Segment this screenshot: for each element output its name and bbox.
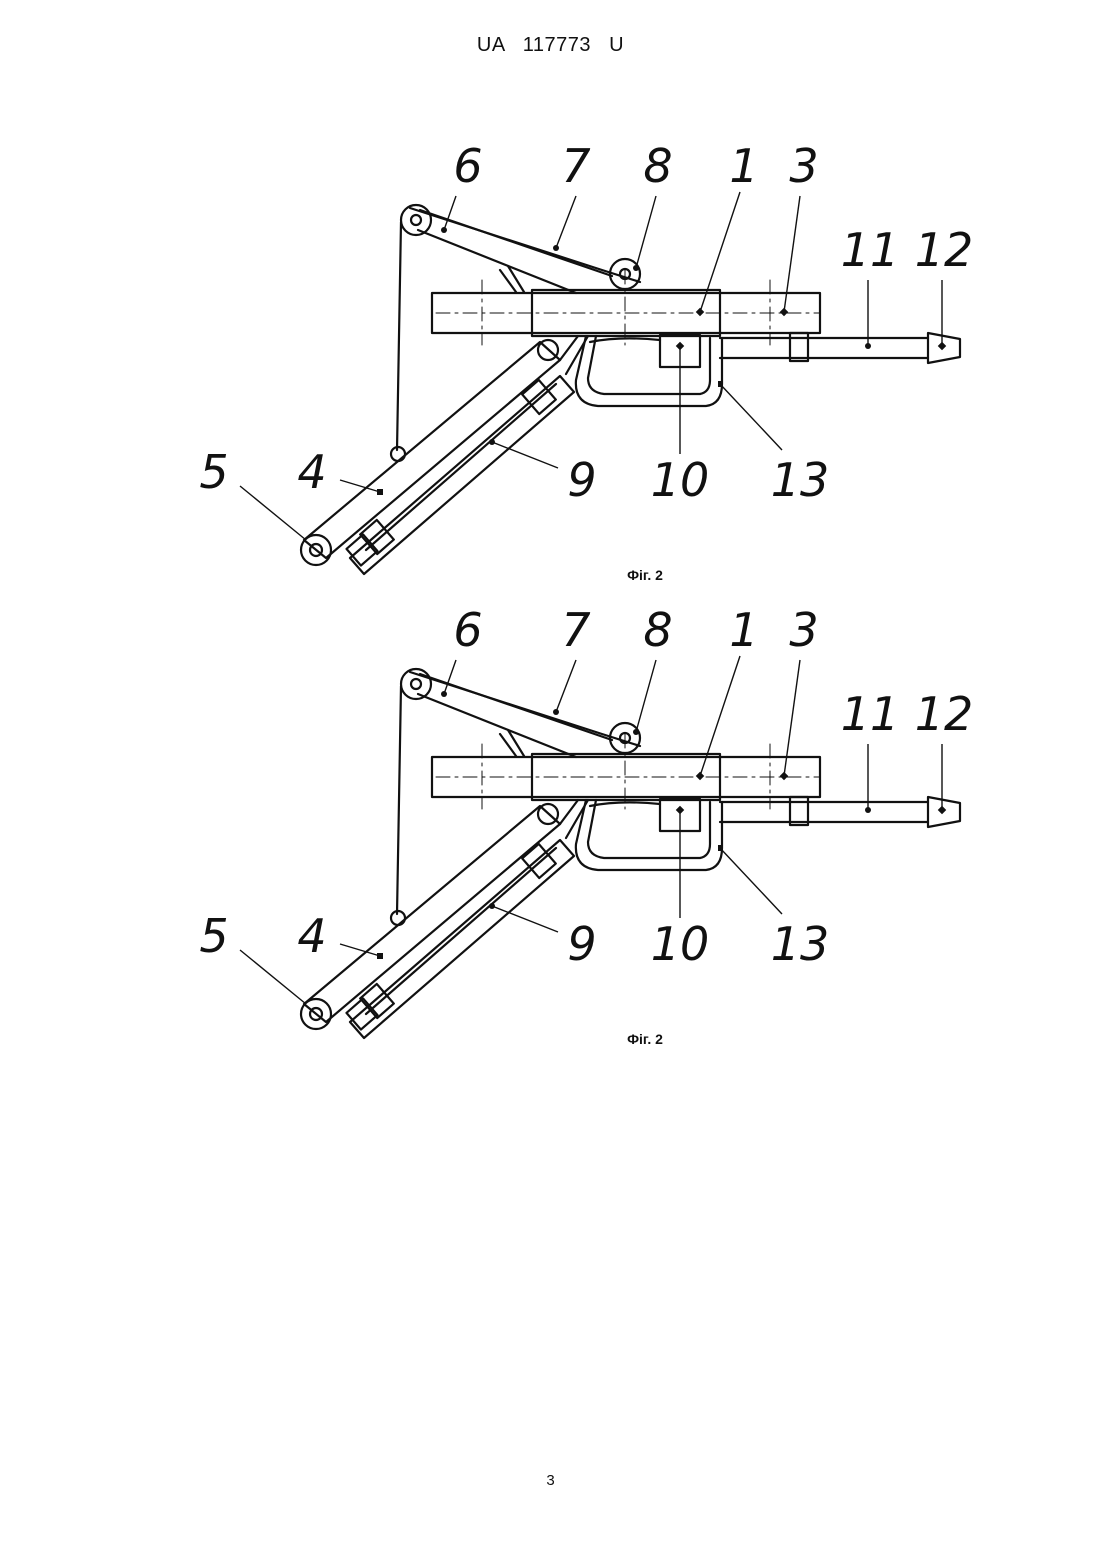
callout-7: 7 [561,139,590,193]
callout-1: 1 [729,139,758,193]
callout-6: 6 [453,139,482,193]
callout-10: 10 [651,917,710,971]
cylinder-9 [350,840,574,1038]
callout-4: 4 [297,909,326,963]
callout-12: 12 [915,687,974,741]
callout-5: 5 [199,909,228,963]
callout-11: 11 [841,687,900,741]
page-number: 3 [0,1472,1101,1489]
callout-5: 5 [199,445,228,499]
callout-8: 8 [643,603,672,657]
callout-3: 3 [789,139,818,193]
mechanism-drawing: 6 7 8 1 3 11 12 5 4 9 10 13 [0,594,1101,1064]
callout-3: 3 [789,603,818,657]
callout-13: 13 [771,917,830,971]
callout-11: 11 [841,223,900,277]
figure-drawing-2: 6 7 8 1 3 11 12 5 4 9 10 13 [0,594,1101,1064]
patent-number-header: UA 117773 U [0,34,1101,57]
callout-9: 9 [567,453,596,507]
callout-13: 13 [771,453,830,507]
figure-caption-2: Фіг. 2 [560,1031,730,1047]
callout-9: 9 [567,917,596,971]
callout-7: 7 [561,603,590,657]
cylinder-9 [350,376,574,574]
callout-6: 6 [453,603,482,657]
callout-8: 8 [643,139,672,193]
callout-12: 12 [915,223,974,277]
boom-4 [304,342,560,558]
callout-4: 4 [297,445,326,499]
callout-10: 10 [651,453,710,507]
figure-drawing-1: 6 7 8 1 3 11 12 5 4 9 10 13 [0,130,1101,600]
callout-1: 1 [729,603,758,657]
boom-4 [304,806,560,1022]
figure-caption-1: Фіг. 2 [560,567,730,583]
mechanism-drawing: 6 7 8 1 3 11 12 5 4 9 10 13 [0,130,1101,600]
